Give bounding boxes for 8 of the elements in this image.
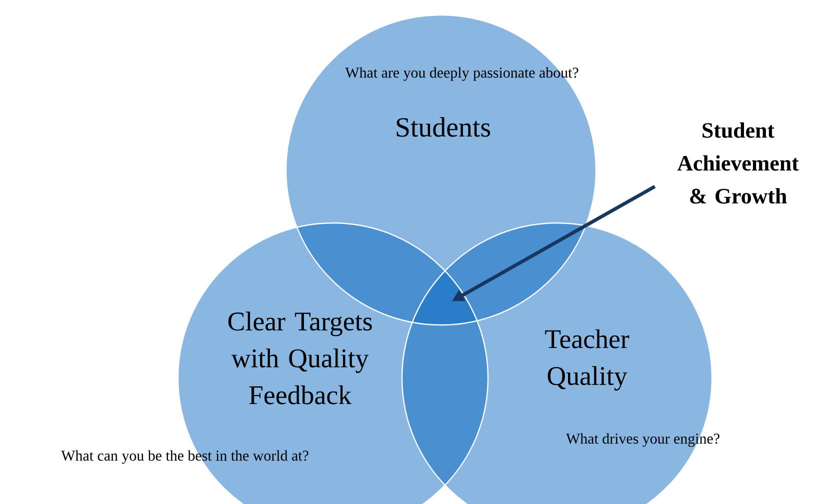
overlap-region [412,271,477,325]
question-text: What are you deeply passionate about? [345,67,578,81]
circle-label: Clear Targets with Quality Feedback [228,312,372,404]
callout-text: Student Achievement & Growth [677,122,799,204]
question-text: What drives your engine? [566,433,720,447]
circle-label: Students [396,117,490,137]
circle-label: Teacher Quality [545,329,630,391]
question-text: What can you be the best in the world at? [61,450,308,464]
